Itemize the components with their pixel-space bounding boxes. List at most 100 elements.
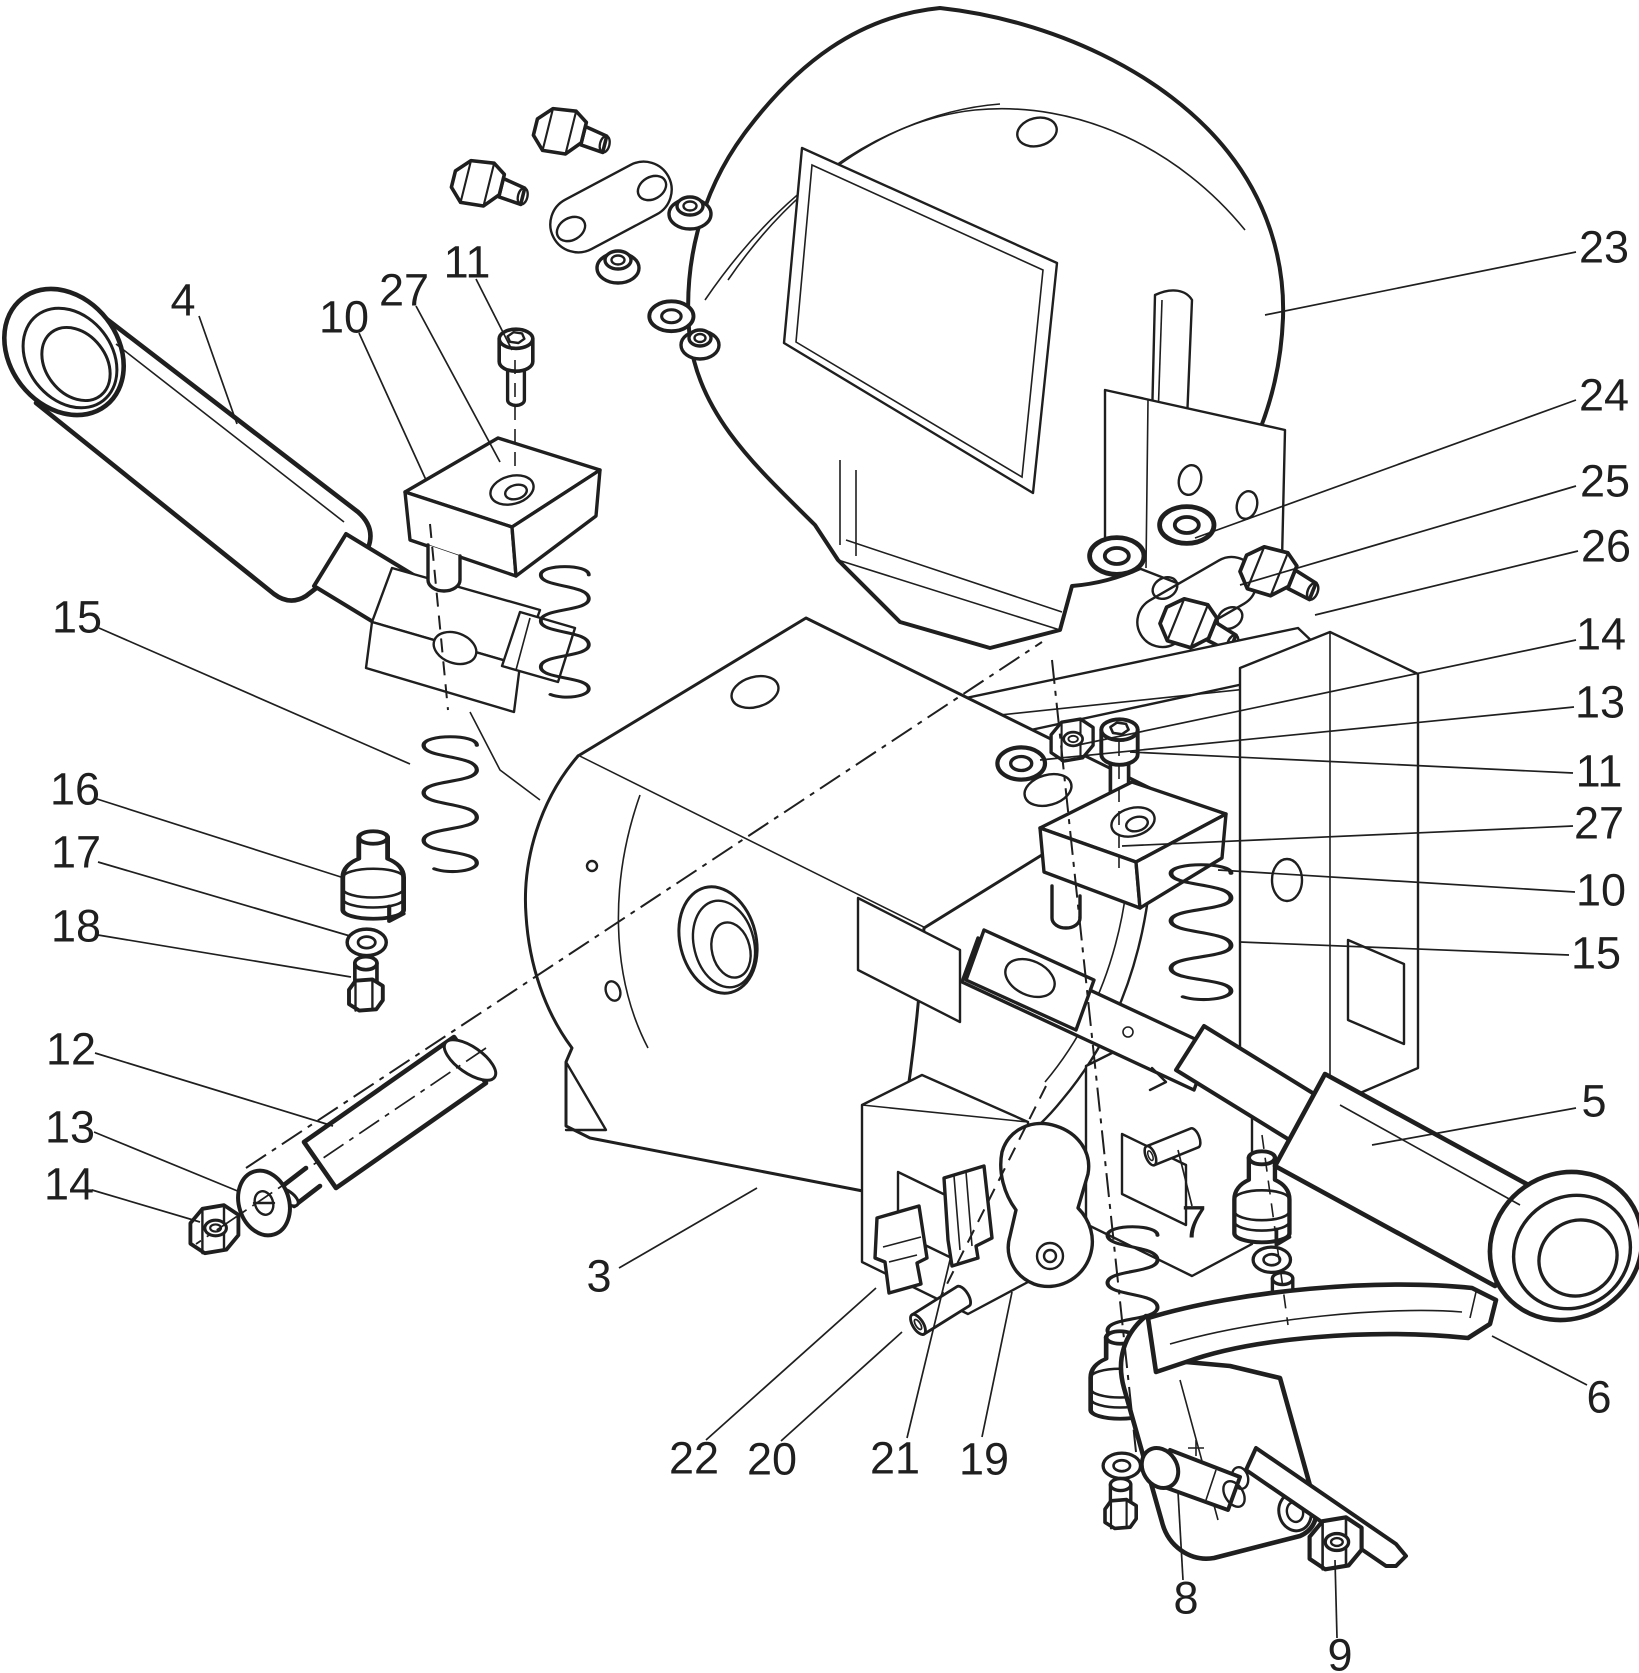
- callout-label-10-12: 10: [1576, 865, 1626, 916]
- callout-leader-8-17: [1177, 1491, 1184, 1581]
- callout-label-20-21: 20: [747, 1434, 797, 1485]
- callout-leader-14-30: [91, 1189, 201, 1223]
- callout-label-11-3: 11: [444, 237, 491, 288]
- washer-icon: [1251, 1245, 1293, 1275]
- cover-fastener-group: [1090, 507, 1330, 668]
- callout-leader-17-26: [97, 861, 351, 937]
- callout-label-12-28: 12: [46, 1024, 96, 1075]
- callout-leader-9-18: [1334, 1559, 1338, 1639]
- callout-leader-12-28: [94, 1052, 334, 1127]
- callout-leader-24-5: [1194, 399, 1577, 539]
- callout-label-22-20: 22: [669, 1433, 719, 1484]
- keyed-washer: [236, 1168, 292, 1238]
- main-body: [523, 616, 1154, 1195]
- link-plate: [549, 160, 673, 254]
- callout-label-18-27: 18: [51, 901, 101, 952]
- stud-screw-icon: [1103, 1476, 1138, 1531]
- valve-plunger-icon: [343, 831, 404, 921]
- left-plunger-chain: [343, 737, 477, 1013]
- top-fastener-group: [446, 100, 721, 361]
- callout-leader-13-29: [93, 1131, 241, 1193]
- callout-label-14-8: 14: [1576, 609, 1626, 660]
- right-arm: [960, 928, 1248, 1107]
- callout-leader-20-21: [780, 1331, 903, 1442]
- callout-leader-21-22: [906, 1259, 951, 1439]
- callout-label-19-23: 19: [959, 1434, 1009, 1485]
- callout-label-24-5: 24: [1579, 370, 1629, 421]
- callout-leader-16-25: [96, 798, 345, 879]
- callout-label-3-19: 3: [586, 1251, 611, 1302]
- socket-screw-icon: [497, 327, 535, 408]
- hex-bolt-icon: [446, 152, 536, 220]
- wedge-block: [942, 1164, 994, 1268]
- left-clamp-group: [403, 327, 602, 700]
- callout-label-17-26: 17: [51, 827, 101, 878]
- roller-chain: [188, 1034, 498, 1256]
- callout-leader-15-24: [98, 627, 411, 765]
- callout-leader-5-14: [1371, 1107, 1577, 1146]
- callout-label-9-18: 9: [1327, 1630, 1352, 1673]
- clamp-block: [403, 436, 602, 593]
- callout-label-4-0: 4: [170, 275, 195, 326]
- callout-label-13-29: 13: [45, 1102, 95, 1153]
- callout-leader-23-4: [1264, 251, 1577, 316]
- callout-leader-6-15: [1491, 1335, 1588, 1386]
- callout-leader-27-2: [415, 305, 501, 463]
- clevis-pin: [1139, 1446, 1246, 1512]
- centerlines: [195, 360, 1289, 1453]
- hex-bolt-icon: [528, 100, 618, 168]
- callout-label-8-17: 8: [1173, 1573, 1198, 1624]
- callout-leader-10-12: [1217, 869, 1576, 893]
- callout-label-13-9: 13: [1575, 677, 1625, 728]
- callout-leader-26-7: [1314, 550, 1579, 616]
- callout-leader-10-1: [358, 332, 427, 481]
- callout-label-5-14: 5: [1581, 1076, 1606, 1127]
- flanged-nut: [667, 195, 713, 231]
- callout-label-6-15: 6: [1586, 1372, 1611, 1423]
- cam-lever: [999, 1121, 1095, 1289]
- housing-cover: [686, 6, 1287, 650]
- callout-leader-11-10: [1129, 751, 1574, 774]
- stud-screw-icon: [347, 954, 385, 1013]
- clamp-block: [1038, 780, 1228, 930]
- callout-label-15-13: 15: [1571, 928, 1621, 979]
- callout-leader-7-16: [1177, 1149, 1193, 1207]
- right-handle: [1174, 1024, 1639, 1323]
- washer-icon: [1090, 538, 1144, 575]
- right-clamp-group: [997, 717, 1231, 999]
- washer-icon: [1101, 1451, 1143, 1481]
- trigger-lever: [1118, 1282, 1499, 1568]
- callout-label-23-4: 23: [1579, 222, 1629, 273]
- flanged-nut: [595, 249, 641, 285]
- callout-label-26-7: 26: [1581, 521, 1631, 572]
- callout-leader-27-11: [1121, 825, 1574, 847]
- callout-leader-25-6: [1239, 485, 1577, 586]
- callout-label-16-25: 16: [50, 764, 100, 815]
- callout-leader-13-9: [1039, 706, 1575, 761]
- callout-leader-4-0: [198, 315, 238, 425]
- coil-spring-icon: [424, 737, 477, 872]
- callout-label-27-11: 27: [1574, 798, 1624, 849]
- callout-label-14-30: 14: [44, 1159, 94, 1210]
- callout-leader-3-19: [618, 1187, 758, 1269]
- callout-leader-22-20: [705, 1287, 877, 1441]
- washer-icon: [345, 927, 388, 958]
- callout-label-27-2: 27: [379, 265, 429, 316]
- callout-leader-11-3: [475, 278, 513, 351]
- washer-icon: [647, 299, 696, 334]
- hex-nut-icon: [188, 1203, 241, 1256]
- callout-label-25-6: 25: [1580, 456, 1630, 507]
- latch-block: [873, 1204, 929, 1295]
- callout-leader-18-27: [97, 934, 352, 978]
- washer-icon: [997, 747, 1045, 779]
- callout-label-21-22: 21: [870, 1433, 920, 1484]
- callout-label-11-10: 11: [1576, 746, 1623, 797]
- callout-label-15-24: 15: [52, 592, 102, 643]
- callout-leader-14-8: [1077, 639, 1577, 746]
- callout-leader-19-23: [981, 1291, 1013, 1438]
- callout-label-10-1: 10: [319, 292, 369, 343]
- callout-label-7-16: 7: [1181, 1197, 1206, 1248]
